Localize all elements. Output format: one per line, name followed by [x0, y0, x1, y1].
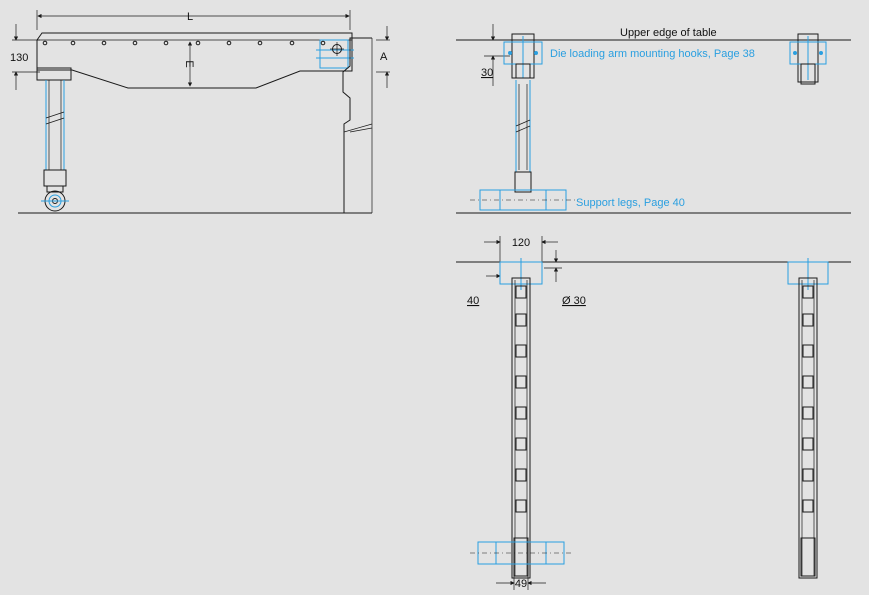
roller-marks — [42, 40, 326, 46]
dim-l-label: L — [187, 11, 193, 23]
dimension-a: A — [376, 26, 390, 88]
dimension-d30: Ø 30 — [544, 250, 586, 307]
support-leg-side — [41, 80, 69, 212]
dimension-40: 40 — [467, 273, 501, 307]
dim-e-label: E — [183, 60, 195, 67]
conveyor-beam — [36, 32, 353, 89]
hook-end-left — [503, 33, 543, 79]
hook-side — [316, 39, 354, 69]
dim-49-label: 49 — [515, 578, 527, 590]
dim-30-label: 30 — [481, 67, 493, 79]
dim-120-label: 120 — [512, 237, 530, 249]
rail-rollers-left — [515, 285, 527, 513]
dimension-l: L — [36, 10, 351, 30]
leg-label: Support legs, Page 40 — [576, 197, 685, 209]
dimension-30: 30 — [481, 24, 510, 86]
dim-a-label: A — [380, 51, 388, 63]
roller-rail-right — [787, 258, 829, 579]
dim-130-label: 130 — [10, 52, 28, 64]
dimension-e: E — [183, 41, 195, 87]
side-view: L 130 — [10, 10, 390, 214]
hook-end-right — [789, 33, 827, 85]
dimension-120: 120 — [484, 236, 558, 262]
roller-rail-left — [470, 258, 572, 579]
support-leg-end — [470, 80, 576, 211]
dimension-49: 49 — [496, 572, 546, 590]
dimension-130: 130 — [10, 24, 40, 90]
bottom-view: 120 Ø 30 40 — [456, 236, 851, 590]
rail-rollers-right — [802, 285, 814, 513]
end-view: Upper edge of table 30 Die loading arm m… — [456, 24, 851, 214]
dim-d30-label: Ø 30 — [562, 295, 586, 307]
table-edge-label: Upper edge of table — [620, 27, 717, 39]
hook-label: Die loading arm mounting hooks, Page 38 — [550, 48, 755, 60]
dim-40-label: 40 — [467, 295, 479, 307]
machine-table-outline — [342, 37, 373, 213]
